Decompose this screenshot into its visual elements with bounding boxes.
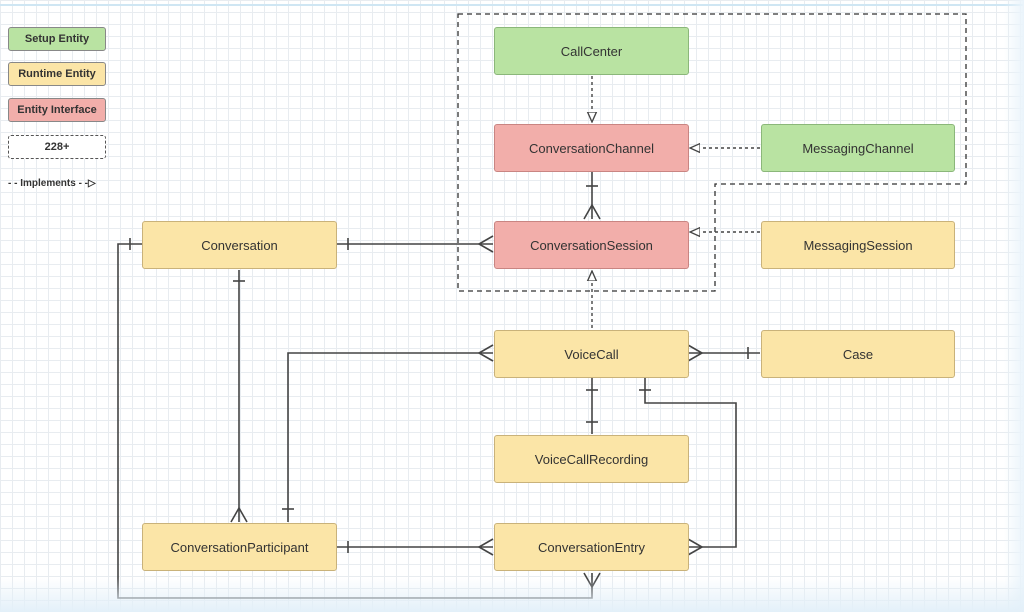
rel-voicecall-entry bbox=[644, 378, 737, 548]
rel-voicecall-participant bbox=[287, 352, 493, 522]
entity-messagingsession: MessagingSession bbox=[761, 221, 955, 269]
right-edge-fade bbox=[1004, 0, 1024, 612]
legend-runtime-entity: Runtime Entity bbox=[8, 62, 106, 86]
entity-voicecall: VoiceCall bbox=[494, 330, 689, 378]
entity-conversation: Conversation bbox=[142, 221, 337, 269]
package-boundary bbox=[457, 13, 967, 292]
legend-setup-entity: Setup Entity bbox=[8, 27, 106, 51]
entity-conversationparticipant: ConversationParticipant bbox=[142, 523, 337, 571]
bottom-edge-fade bbox=[0, 578, 1024, 612]
entity-conversationchannel: ConversationChannel bbox=[494, 124, 689, 172]
entity-conversationentry: ConversationEntry bbox=[494, 523, 689, 571]
legend-implements: - - Implements - -▷ bbox=[8, 178, 96, 189]
entity-messagingchannel: MessagingChannel bbox=[761, 124, 955, 172]
entity-conversationsession: ConversationSession bbox=[494, 221, 689, 269]
legend-package: 228+ bbox=[8, 135, 106, 159]
entity-case: Case bbox=[761, 330, 955, 378]
entity-callcenter: CallCenter bbox=[494, 27, 689, 75]
top-border-line bbox=[0, 4, 1024, 6]
entity-voicecallrecording: VoiceCallRecording bbox=[494, 435, 689, 483]
legend-entity-interface: Entity Interface bbox=[8, 98, 106, 122]
